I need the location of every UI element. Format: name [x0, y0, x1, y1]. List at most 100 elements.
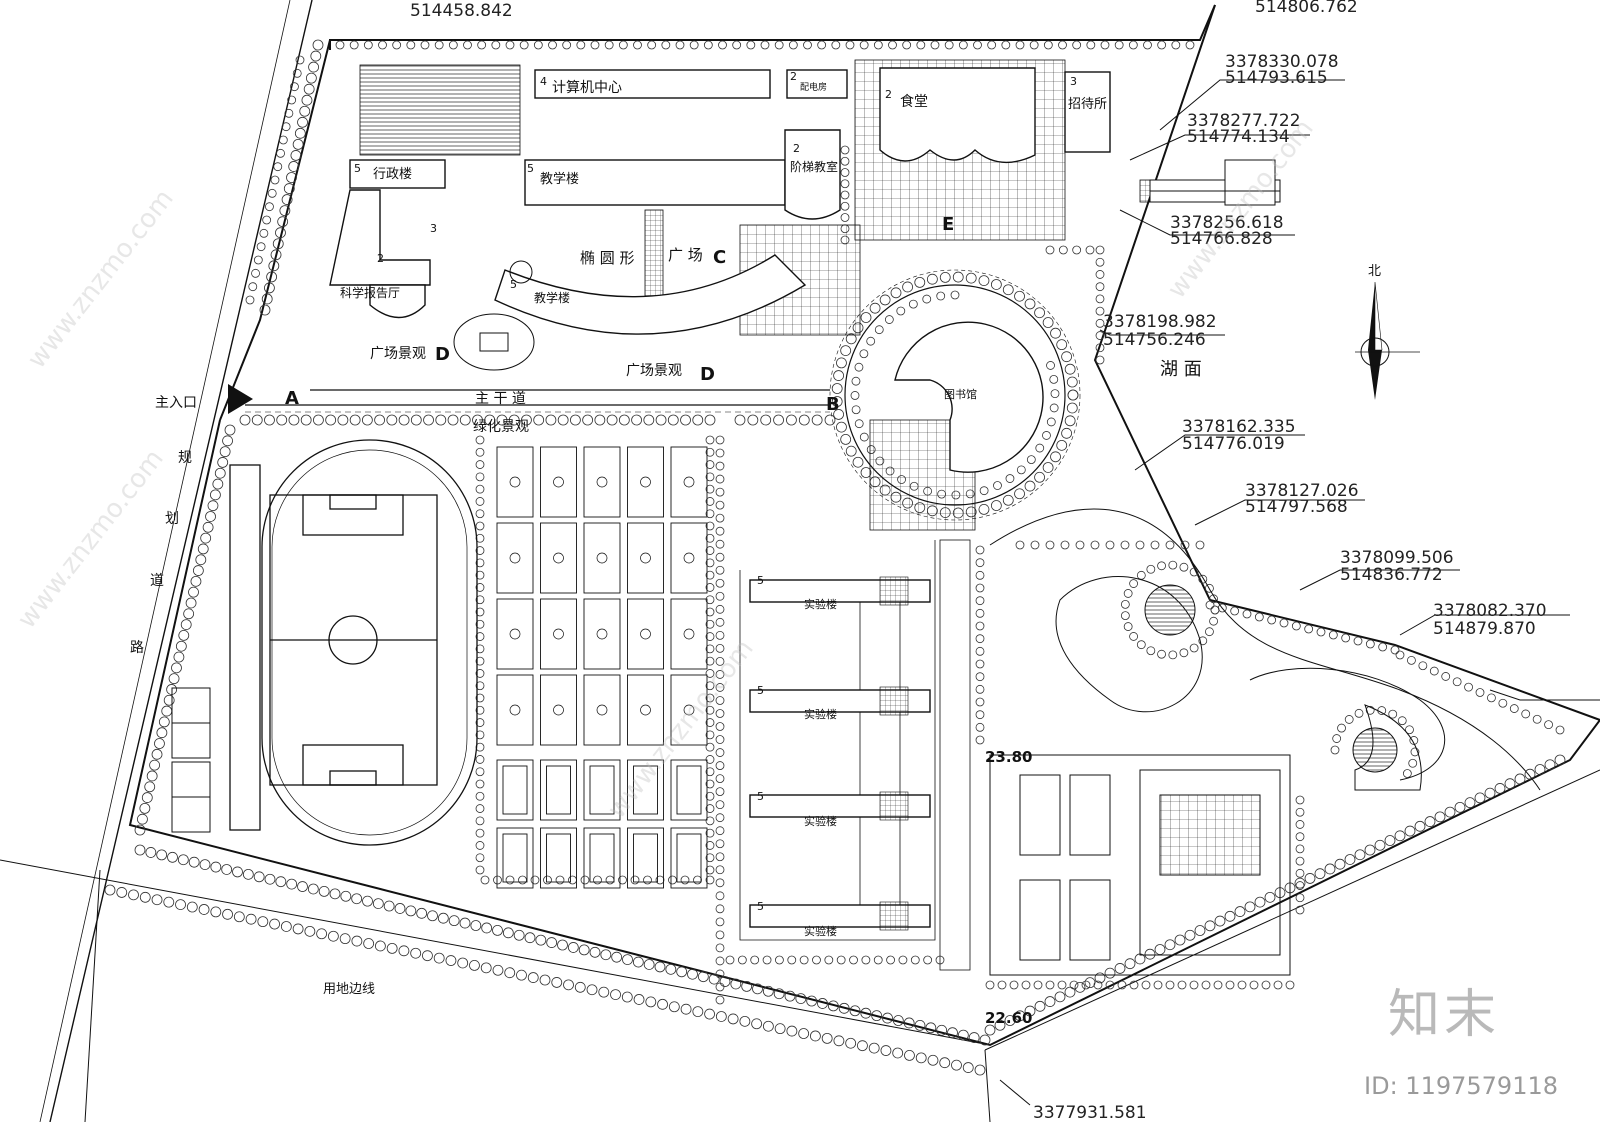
- tree: [1404, 825, 1416, 837]
- watermark-brand: 知末: [1387, 985, 1500, 1045]
- tree: [146, 770, 158, 782]
- tree: [1061, 351, 1073, 363]
- tree: [705, 705, 715, 715]
- tree: [212, 478, 224, 490]
- tree: [1002, 284, 1014, 296]
- guesthouse-block: [1064, 71, 1111, 153]
- tree: [151, 748, 163, 760]
- tree: [902, 40, 912, 50]
- tree: [715, 995, 725, 1005]
- tree: [715, 969, 725, 979]
- marker-e: E: [942, 214, 954, 235]
- tree: [974, 1064, 986, 1076]
- court: [540, 674, 577, 746]
- tree: [307, 883, 319, 895]
- label-science-hall: 科学报告厅: [340, 285, 400, 300]
- tree: [958, 40, 968, 50]
- tree: [914, 276, 926, 288]
- tree: [692, 1006, 704, 1018]
- tree: [1249, 980, 1259, 990]
- tree: [329, 888, 341, 900]
- tree: [840, 201, 850, 211]
- tree: [272, 238, 284, 250]
- tree: [715, 487, 725, 497]
- teaching-block-north: [524, 159, 786, 206]
- tree: [718, 40, 727, 50]
- tree: [224, 424, 236, 436]
- tree: [1332, 734, 1342, 743]
- tree: [301, 94, 313, 106]
- tree: [705, 755, 715, 764]
- tree: [803, 40, 812, 50]
- tree: [1334, 858, 1346, 870]
- court: [676, 833, 702, 883]
- tree: [145, 847, 157, 858]
- court-circle: [640, 552, 651, 564]
- tree: [680, 875, 690, 885]
- tree: [253, 255, 263, 265]
- tree: [589, 946, 601, 958]
- tree: [340, 890, 352, 902]
- tree: [880, 1045, 892, 1056]
- tree: [416, 907, 428, 919]
- tree: [874, 325, 884, 335]
- tree: [183, 608, 195, 620]
- tree: [1353, 636, 1363, 646]
- tree: [292, 923, 304, 935]
- court-circle: [640, 704, 651, 716]
- tree: [888, 40, 897, 50]
- tree: [1094, 972, 1106, 984]
- tree: [459, 917, 471, 929]
- tree: [562, 40, 572, 50]
- tree: [978, 275, 990, 287]
- floor-power-room: 2: [790, 70, 797, 83]
- tree: [926, 273, 938, 285]
- tree: [139, 891, 151, 903]
- tree: [705, 865, 715, 875]
- tree: [475, 779, 485, 789]
- tree: [480, 875, 490, 885]
- tree: [975, 570, 985, 580]
- tree: [1024, 1005, 1036, 1017]
- tree: [951, 1059, 962, 1071]
- tree: [715, 761, 725, 770]
- tree: [1095, 270, 1105, 279]
- tree: [1015, 540, 1025, 550]
- tree: [836, 421, 847, 433]
- tree: [233, 911, 245, 923]
- floor-admin-south: 2: [377, 252, 384, 265]
- tree: [798, 414, 810, 426]
- label-lab-3: 实验楼: [804, 814, 837, 828]
- court: [540, 446, 577, 518]
- tree: [831, 396, 843, 407]
- tree: [398, 945, 410, 957]
- tree: [190, 575, 202, 587]
- tree: [925, 1022, 937, 1034]
- watermark-text-2: www.znzmo.com: [12, 444, 170, 634]
- tree: [1524, 768, 1536, 780]
- tree: [715, 774, 725, 784]
- tree: [715, 787, 725, 797]
- tree: [386, 942, 398, 954]
- tree: [475, 804, 485, 813]
- tree: [493, 875, 502, 885]
- tree: [139, 802, 151, 814]
- tree: [1066, 402, 1078, 414]
- tree: [1005, 474, 1015, 483]
- court: [627, 598, 664, 670]
- court: [589, 765, 615, 815]
- tree: [1261, 980, 1271, 990]
- tree: [1095, 257, 1105, 267]
- tree: [643, 959, 655, 970]
- court: [496, 759, 534, 821]
- tree: [1330, 745, 1340, 755]
- tree: [300, 414, 312, 426]
- tree: [475, 828, 485, 838]
- tree: [1029, 40, 1039, 50]
- tree: [1136, 570, 1146, 580]
- tree: [994, 1019, 1006, 1031]
- tree: [879, 294, 891, 306]
- tree: [163, 896, 175, 908]
- tree: [1124, 958, 1136, 970]
- tree: [762, 955, 772, 965]
